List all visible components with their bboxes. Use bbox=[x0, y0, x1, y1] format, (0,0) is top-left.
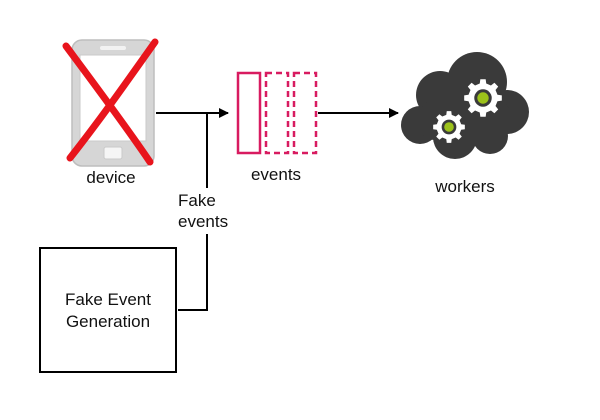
connectors bbox=[156, 108, 399, 311]
queue-slot-empty bbox=[264, 71, 290, 155]
cross-out-icon bbox=[62, 38, 159, 166]
workers-node: workers bbox=[401, 52, 529, 196]
gear-center bbox=[477, 92, 489, 104]
event-queue-icon bbox=[236, 71, 318, 155]
cloud-icon bbox=[401, 52, 529, 159]
fake-event-generation-box bbox=[39, 247, 177, 373]
fake-event-generation-node: Fake Event Generation bbox=[39, 247, 177, 373]
gear-icon bbox=[464, 79, 502, 117]
fake-events-label: Fake events bbox=[172, 188, 240, 234]
cloud-gears-icon bbox=[401, 52, 529, 159]
device-label: device bbox=[86, 168, 135, 187]
device-node: device bbox=[62, 38, 159, 187]
fake-events-label-line1: Fake bbox=[178, 191, 216, 210]
queue-slot-filled bbox=[236, 71, 262, 155]
gear-center bbox=[444, 122, 454, 132]
gear-icon bbox=[433, 111, 465, 143]
fake-events-label-line2: events bbox=[178, 212, 228, 231]
fake-event-generation-label-line2: Generation bbox=[66, 312, 150, 331]
fake-events-connector bbox=[178, 113, 208, 311]
events-node: events bbox=[236, 71, 318, 184]
events-label: events bbox=[251, 165, 301, 184]
queue-slot-empty bbox=[292, 71, 318, 155]
workers-label: workers bbox=[434, 177, 495, 196]
fake-event-generation-label-line1: Fake Event bbox=[65, 290, 151, 309]
